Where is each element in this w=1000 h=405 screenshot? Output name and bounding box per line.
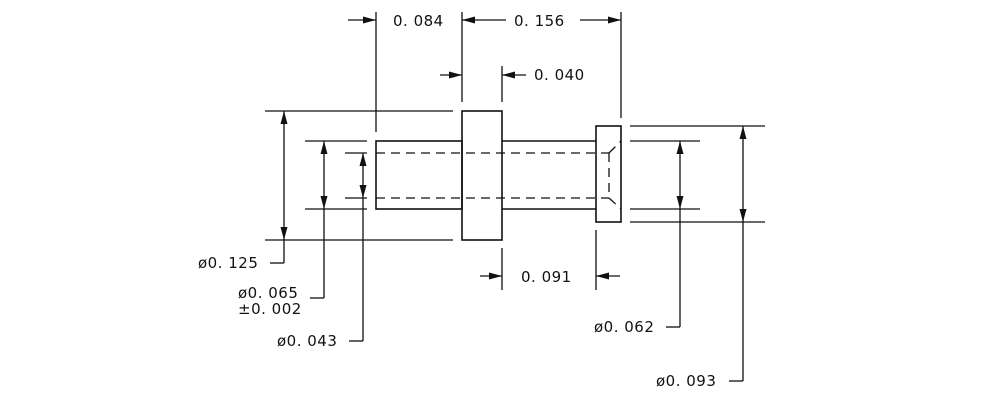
left-shank <box>375 140 463 210</box>
dim-diameter-093: ø0. 093 <box>656 372 716 390</box>
countersink-top-hidden-line <box>608 140 622 154</box>
dimension-labels: 0. 084 0. 156 0. 040 0. 091 ø0. 125 ø0. … <box>198 12 716 390</box>
dim-length-091: 0. 091 <box>521 268 572 286</box>
dim-diameter-043: ø0. 043 <box>277 332 337 350</box>
dim-flange-width: 0. 040 <box>534 66 585 84</box>
dim-tolerance-065: ±0. 002 <box>238 300 302 318</box>
part-outline <box>375 110 622 241</box>
countersink-bottom-hidden-line <box>608 197 622 210</box>
dim-diameter-125: ø0. 125 <box>198 254 258 272</box>
dimension-lines <box>270 16 747 382</box>
end-collar <box>595 125 622 223</box>
dim-length-156: 0. 156 <box>514 12 565 30</box>
extension-lines <box>265 12 765 290</box>
hidden-bore <box>376 140 622 210</box>
dim-length-084: 0. 084 <box>393 12 444 30</box>
flange <box>461 110 503 241</box>
dim-diameter-065: ø0. 065 <box>238 284 298 302</box>
dim-diameter-062: ø0. 062 <box>594 318 654 336</box>
